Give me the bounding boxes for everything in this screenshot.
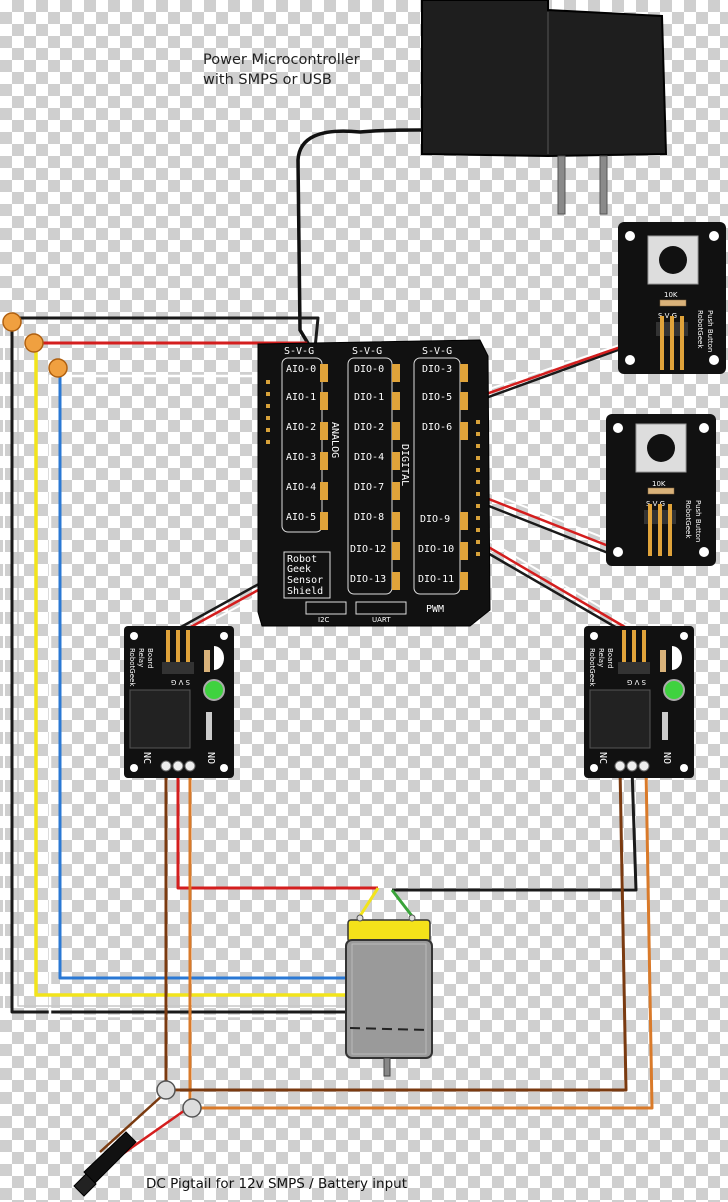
pin-aio-4: AIO-4: [286, 482, 316, 493]
pin-dio-2: DIO-2: [354, 422, 384, 433]
button-1-resistor-label: 10K: [664, 291, 678, 299]
button-2-pins-label: S V G: [646, 500, 665, 508]
pin-aio-5: AIO-5: [286, 512, 316, 523]
relay-left-name-line-3: Board: [146, 648, 154, 669]
pwm-label: PWM: [426, 604, 444, 615]
relay-right-no-label: NO: [661, 752, 672, 764]
pin-dio-9: DIO-9: [420, 514, 450, 525]
pin-dio-5: DIO-5: [422, 392, 452, 403]
pin-dio-0: DIO-0: [354, 364, 384, 375]
button-1-name-line-2: Push Button: [706, 310, 714, 352]
relay-left-name-line-2: Relay: [137, 648, 145, 667]
button-2-resistor-label: 10K: [652, 480, 666, 488]
relay-left-pins-label: S V G: [171, 678, 190, 686]
push-button-board-1: 10K S V G RobotGeek Push Button: [618, 222, 726, 374]
pin-dio-13: DIO-13: [350, 574, 386, 585]
relay-right-name-line-3: Board: [606, 648, 614, 669]
push-button-board-2: 10K S V G RobotGeek Push Button: [606, 414, 716, 566]
button-1-pins-label: S V G: [658, 312, 677, 320]
pin-dio-6: DIO-6: [422, 422, 452, 433]
pin-dio-11: DIO-11: [418, 574, 454, 585]
shield-header-1: S-V-G: [284, 346, 314, 357]
pin-aio-2: AIO-2: [286, 422, 316, 433]
button-2-name-line-2: Push Button: [694, 500, 702, 542]
button-1-name-line-1: RobotGeek: [696, 310, 704, 349]
relay-right-pins-label: S V G: [627, 678, 646, 686]
relay-board-left: S V G RobotGeek Relay Board NC NO: [124, 626, 234, 778]
relay-left-no-label: NO: [205, 752, 216, 764]
wire-connectors: [2, 312, 68, 378]
shield-brand-line-4: Shield: [287, 586, 323, 597]
button-2-name-line-1: RobotGeek: [684, 500, 692, 539]
dc-pigtail: [73, 1080, 202, 1197]
shield-brand-line-2: Geek: [287, 564, 311, 575]
pin-aio-3: AIO-3: [286, 452, 316, 463]
relay-right-name-line-2: Relay: [597, 648, 605, 667]
power-adapter: [296, 0, 668, 351]
relay-right-nc-label: NC: [597, 752, 608, 764]
analog-label: ANALOG: [329, 422, 340, 458]
power-label-line-1: Power Microcontroller: [203, 52, 360, 68]
shield-header-3: S-V-G: [422, 346, 452, 357]
relay-left-name-line-1: RobotGeek: [128, 648, 136, 687]
uart-label: UART: [372, 616, 391, 624]
digital-label: DIGITAL: [399, 444, 410, 486]
pin-dio-3: DIO-3: [422, 364, 452, 375]
sensor-shield: S-V-G S-V-G S-V-G AIO-0 AIO-1 AIO-2 AIO-…: [257, 339, 491, 627]
shield-brand-line-1: Robot: [287, 554, 317, 565]
dc-motor: [345, 914, 433, 1077]
pin-aio-0: AIO-0: [286, 364, 316, 375]
relay-right-name-line-1: RobotGeek: [588, 648, 596, 687]
shield-header-2: S-V-G: [352, 346, 382, 357]
pin-dio-7: DIO-7: [354, 482, 384, 493]
pin-dio-1: DIO-1: [354, 392, 384, 403]
pigtail-label: DC Pigtail for 12v SMPS / Battery input: [146, 1176, 407, 1192]
pin-dio-10: DIO-10: [418, 544, 454, 555]
power-label-line-2: with SMPS or USB: [203, 72, 332, 88]
relay-board-right: S V G RobotGeek Relay Board NC NO: [584, 626, 694, 778]
pin-dio-8: DIO-8: [354, 512, 384, 523]
i2c-label: I2C: [318, 616, 330, 624]
shield-brand-line-3: Sensor: [287, 575, 323, 586]
relay-left-nc-label: NC: [141, 752, 152, 764]
pin-aio-1: AIO-1: [286, 392, 316, 403]
pin-dio-12: DIO-12: [350, 544, 386, 555]
pin-dio-4: DIO-4: [354, 452, 384, 463]
